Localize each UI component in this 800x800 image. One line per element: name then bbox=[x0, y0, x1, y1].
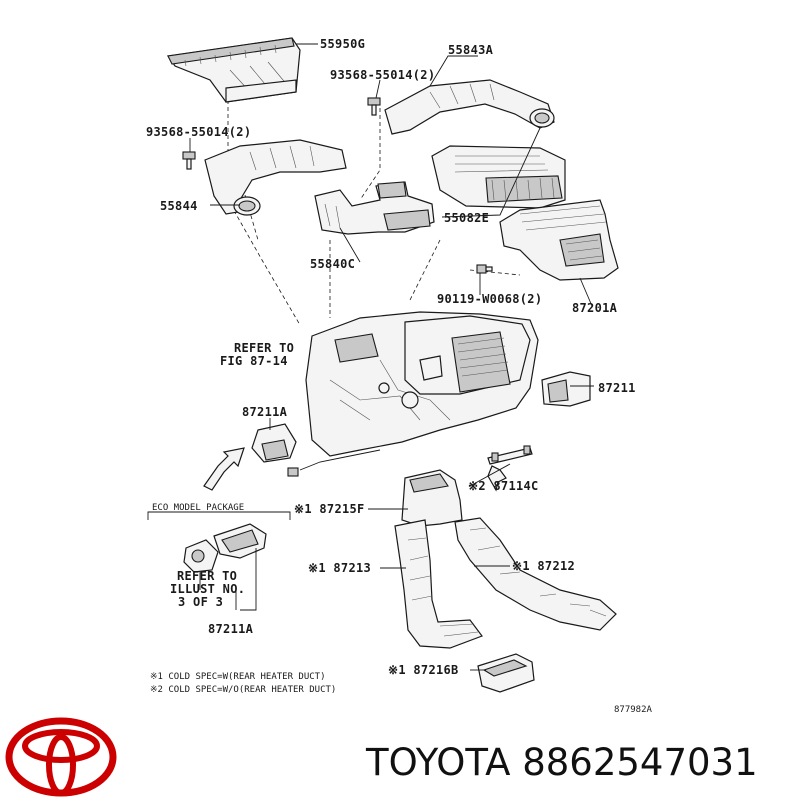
eco-refer-line1: REFER TO bbox=[177, 569, 237, 583]
callout-87212: ※1 87212 bbox=[512, 559, 575, 573]
eco-refer-line2: ILLUST NO. bbox=[170, 582, 245, 596]
callout-87213: ※1 87213 bbox=[308, 561, 371, 575]
clip-icon bbox=[476, 264, 493, 274]
leader-lines bbox=[189, 43, 594, 671]
part-87212-rear-duct bbox=[454, 517, 617, 631]
note-2: ※2 COLD SPEC=W/O(REAR HEATER DUCT) bbox=[150, 685, 336, 695]
callout-55844: 55844 bbox=[160, 199, 198, 213]
part-87201a-blower-duct bbox=[499, 199, 619, 281]
part-87215f-rear-duct bbox=[401, 469, 463, 527]
part-55840c-center-duct bbox=[314, 181, 435, 235]
part-87216b-duct-end bbox=[477, 653, 535, 693]
note-1: ※1 COLD SPEC=W(REAR HEATER DUCT) bbox=[150, 672, 326, 682]
part-55844-side-duct bbox=[204, 139, 347, 216]
screw-icon bbox=[367, 97, 381, 116]
direction-arrow-icon bbox=[487, 465, 507, 492]
callout-refer-line1: REFER TO bbox=[234, 341, 294, 355]
part-87211a-aspirator bbox=[251, 423, 297, 463]
callout-55843a: 55843A bbox=[448, 43, 494, 57]
callout-87211a-top: 87211A bbox=[242, 405, 288, 419]
direction-arrow-icon bbox=[203, 447, 245, 491]
callout-87114c: ※2 87114C bbox=[468, 479, 539, 493]
part-87114c-bracket bbox=[487, 445, 533, 465]
illustration-code: 877982A bbox=[614, 705, 653, 715]
callout-87215f: ※1 87215F bbox=[294, 502, 365, 516]
eco-package-box bbox=[147, 511, 291, 611]
callout-55950g: 55950G bbox=[320, 37, 365, 51]
eco-box-title: ECO MODEL PACKAGE bbox=[152, 503, 244, 513]
part-55082e-center-register bbox=[431, 145, 566, 209]
brand-part-number: TOYOTA 8862547031 bbox=[365, 741, 758, 784]
part-55950g-defroster-nozzle bbox=[166, 37, 301, 103]
part-87211-aspirator bbox=[541, 371, 591, 407]
callout-87216b: ※1 87216B bbox=[388, 663, 459, 677]
part-55843a-side-duct bbox=[384, 79, 555, 135]
callout-87211a-bottom: 87211A bbox=[208, 622, 254, 636]
screw-icon bbox=[182, 151, 196, 170]
callout-55840c: 55840C bbox=[310, 257, 355, 271]
callout-87201a: 87201A bbox=[572, 301, 618, 315]
toyota-logo bbox=[5, 717, 117, 797]
callout-93568-top: 93568-55014(2) bbox=[330, 68, 435, 82]
callout-93568-left: 93568-55014(2) bbox=[146, 125, 251, 139]
callout-refer-line2: FIG 87-14 bbox=[220, 354, 288, 368]
callout-labels: 55950G 55843A 93568-55014(2) 93568-55014… bbox=[146, 37, 653, 715]
callout-55082e: 55082E bbox=[444, 211, 489, 225]
part-87213-rear-duct bbox=[394, 519, 483, 649]
part-heater-unit-assembly bbox=[287, 311, 539, 477]
eco-refer-line3: 3 OF 3 bbox=[178, 595, 223, 609]
callout-87211: 87211 bbox=[598, 381, 636, 395]
callout-90119: 90119-W0068(2) bbox=[437, 292, 542, 306]
